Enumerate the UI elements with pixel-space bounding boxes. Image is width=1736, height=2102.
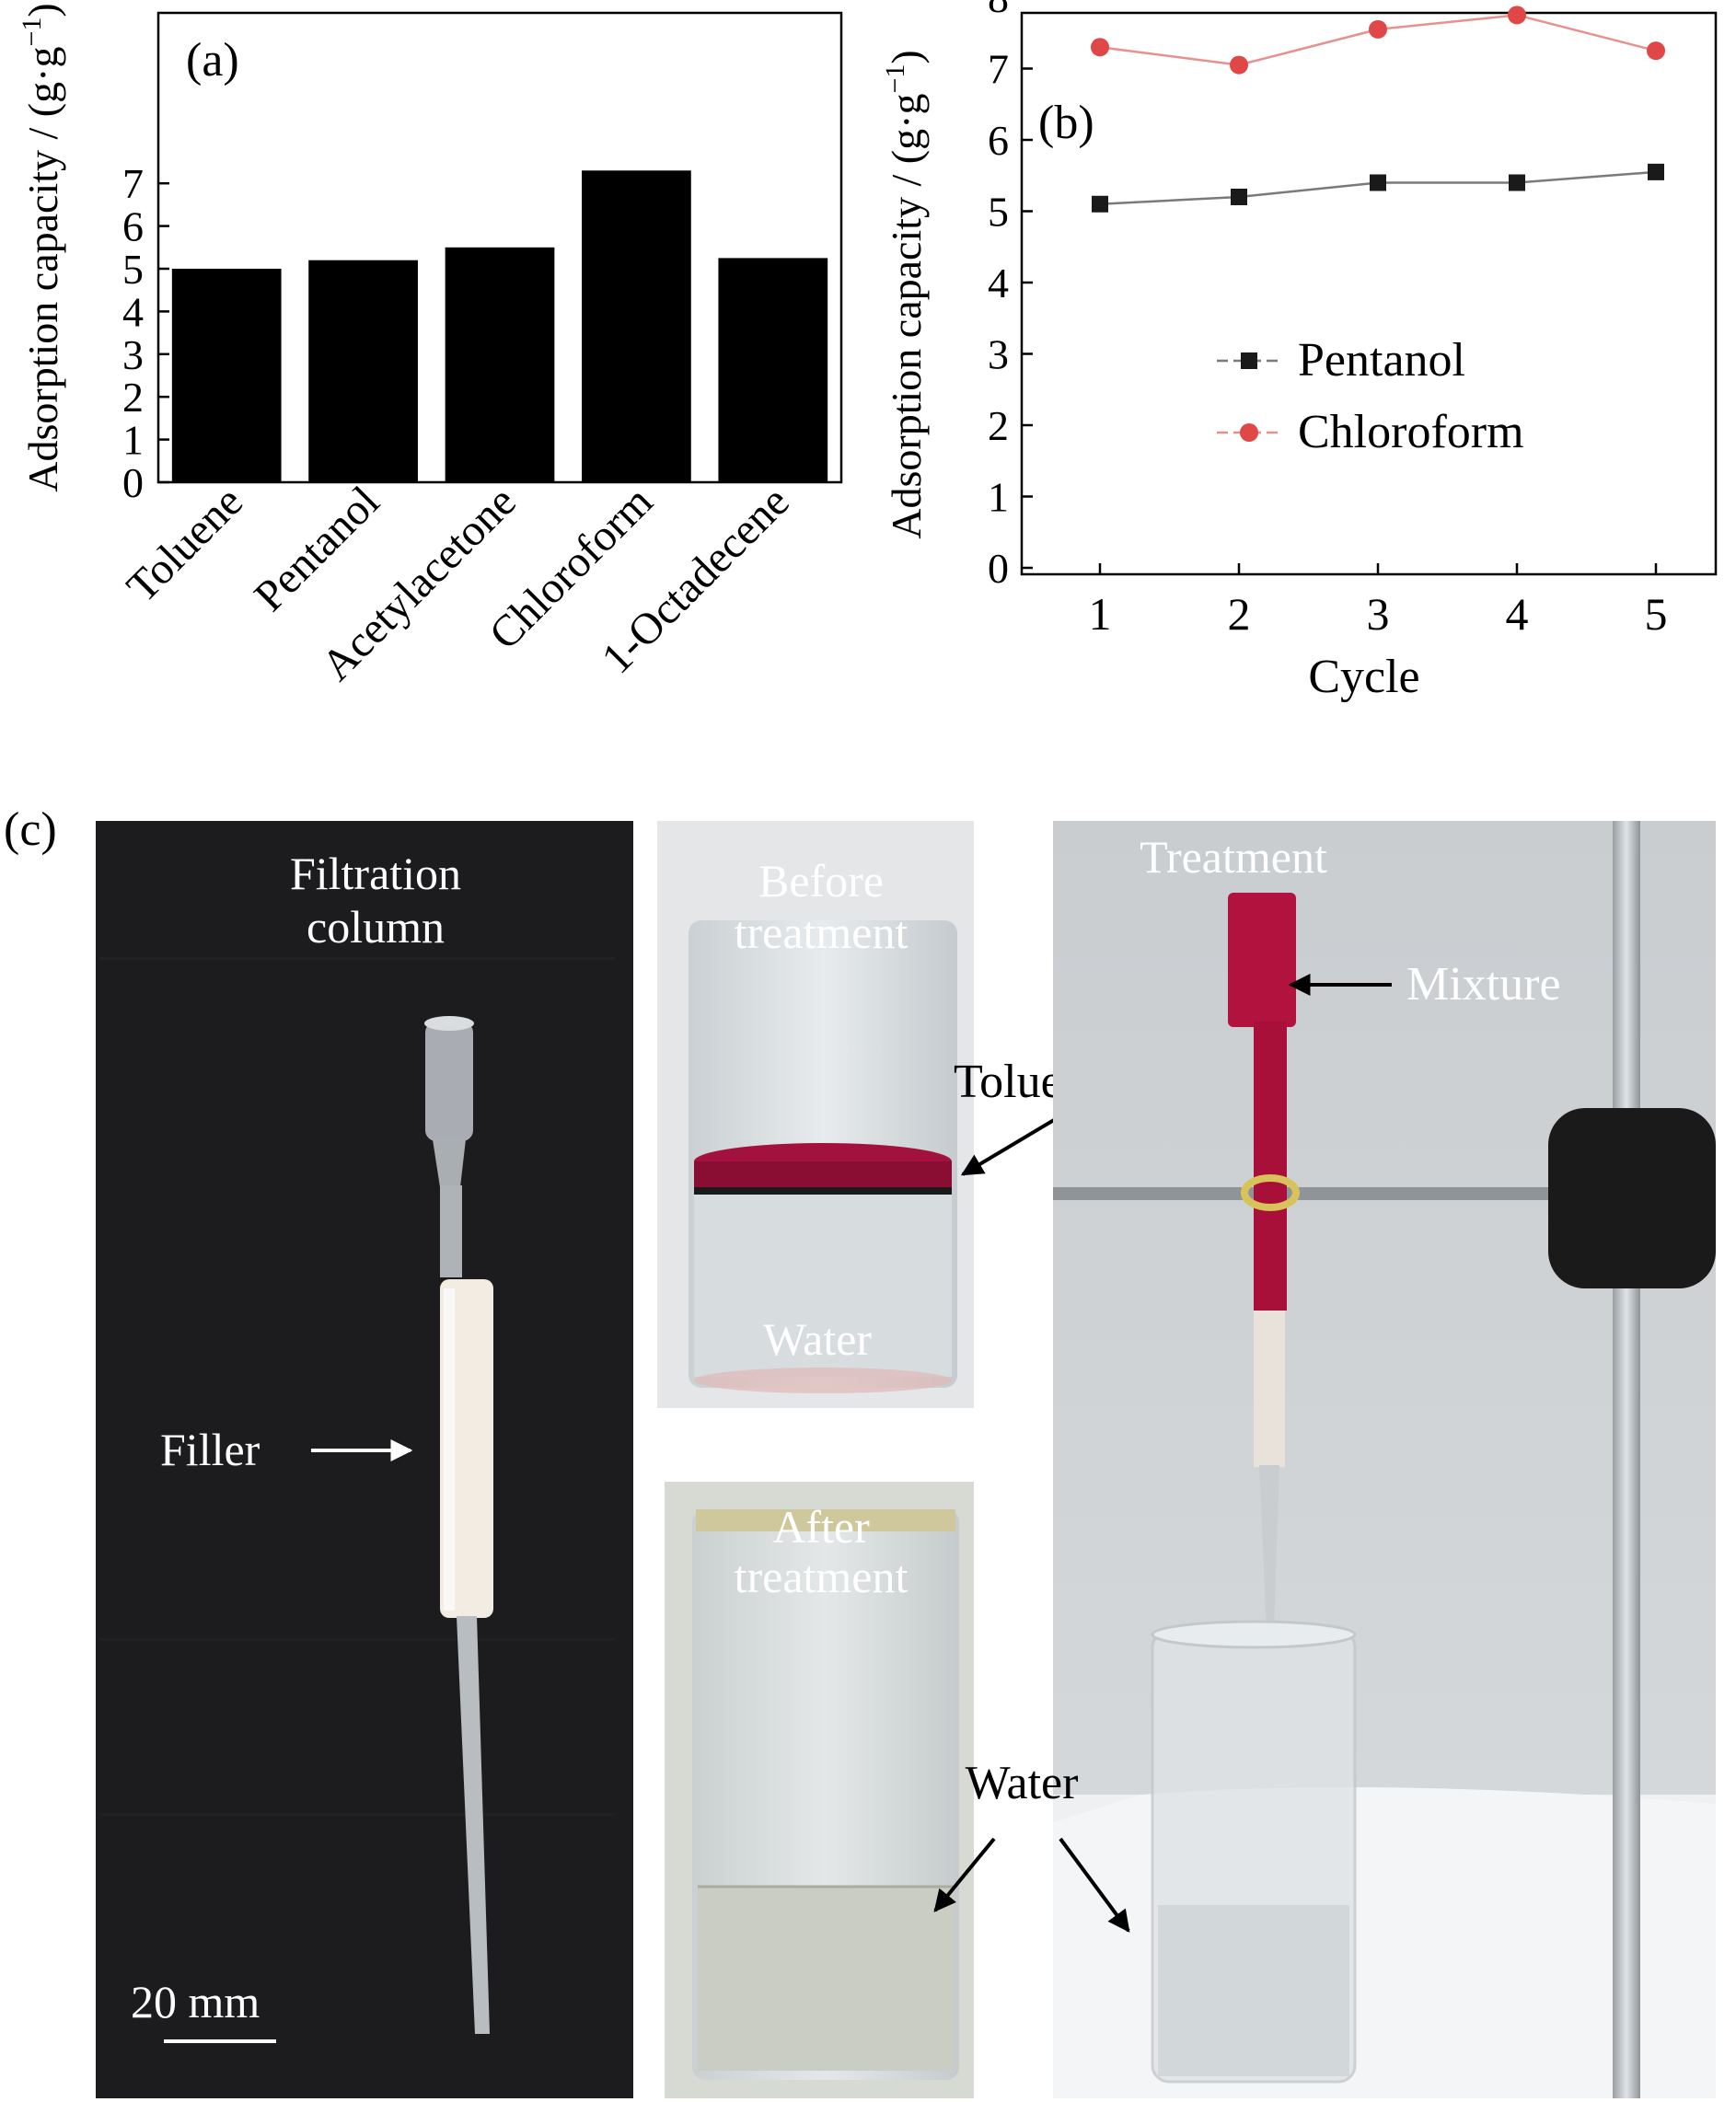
y-tick-label: 3	[122, 331, 144, 378]
y-axis-label-close: )	[19, 3, 66, 17]
x-tick-label: 1	[1089, 588, 1112, 640]
data-point-pentanol	[1370, 174, 1386, 191]
y-tick-label: 8	[988, 0, 1009, 21]
y-tick-label: 0	[122, 459, 144, 506]
x-tick-label: 5	[1645, 588, 1668, 640]
bar-acetylacetone	[445, 247, 555, 482]
bar-1-octadecene	[718, 258, 828, 482]
y-axis-label-close: )	[883, 50, 930, 64]
legend-label-chloroform: Chloroform	[1298, 406, 1524, 458]
y-tick-label: 6	[988, 117, 1009, 164]
legend: Pentanol Chloroform	[1217, 334, 1524, 458]
x-tick-label: 2	[1228, 588, 1251, 640]
y-tick-label: 3	[988, 331, 1009, 378]
y-tick-label: 1	[122, 417, 144, 464]
water-label-before: Water	[763, 1313, 872, 1365]
panel-label: (b)	[1038, 97, 1094, 149]
panel-c-label: (c)	[4, 803, 57, 856]
y-tick-label: 0	[988, 545, 1009, 592]
bar-chloroform	[582, 170, 691, 482]
y-tick-label: 6	[122, 203, 144, 250]
data-point-chloroform	[1369, 19, 1387, 39]
y-axis-label-exponent: −1	[17, 17, 47, 47]
bar-toluene	[171, 269, 282, 482]
bar-pentanol	[308, 260, 418, 482]
water-arrow-right	[1059, 1837, 1130, 1933]
data-point-chloroform	[1508, 6, 1526, 25]
legend-marker-chloroform	[1240, 423, 1258, 442]
data-point-pentanol	[1231, 189, 1247, 205]
y-axis-label-main: Adsorption capacity / (g·g	[883, 94, 930, 539]
data-point-chloroform	[1091, 38, 1109, 57]
photo-after-treatment: After treatment	[665, 1482, 974, 2098]
line-chart-panel-b: 0 1 2 3 4 5 6 7 8 1 2 3 4 5 (b) Cycle Adsorption cap…	[880, 0, 1718, 703]
data-point-pentanol	[1648, 163, 1664, 180]
water-label-after: Water	[966, 1757, 1079, 1809]
y-tick-label: 2	[988, 402, 1009, 449]
legend-marker-pentanol	[1241, 352, 1257, 369]
filtration-column-label-line2: column	[307, 901, 445, 953]
series-layer	[1091, 6, 1665, 213]
photo-filtration-column: Filtration column Filler 20 mm	[96, 821, 633, 2098]
y-tick-label: 2	[122, 374, 144, 421]
water-arrow-left	[933, 1837, 996, 1912]
y-axis-ticks: 0 1 2 3 4 5 6 7 8	[988, 0, 1033, 592]
y-tick-label: 7	[122, 160, 144, 207]
scale-bar-label: 20 mm	[131, 1976, 260, 2027]
x-tick-label: Pentanol	[245, 477, 388, 620]
x-tick-labels: ToluenePentanolAcetylacetoneChloroform1-…	[118, 477, 799, 690]
toluene-arrow	[960, 1115, 1060, 1176]
photo-before-treatment: Before treatment Water	[657, 821, 974, 1408]
filtration-column-label-line1: Filtration	[290, 848, 461, 899]
panel-label: (a)	[186, 34, 239, 87]
filler-label: Filler	[160, 1424, 260, 1475]
y-tick-label: 4	[122, 288, 144, 335]
before-treatment-label-line2: treatment	[735, 907, 909, 958]
y-tick-label: 5	[122, 246, 144, 293]
after-treatment-label-line2: treatment	[735, 1551, 909, 1602]
x-axis-ticks: 1 2 3 4 5	[1089, 563, 1668, 640]
photo-treatment-setup: Treatment Mixture	[1053, 821, 1716, 2098]
y-tick-label: 4	[988, 260, 1009, 306]
after-treatment-label-line1: After	[772, 1501, 870, 1553]
y-tick-label: 1	[988, 474, 1009, 521]
data-point-chloroform	[1647, 41, 1665, 61]
y-tick-label: 5	[988, 189, 1009, 236]
y-axis-label: Adsorption capacity / (g·g−1)	[880, 50, 930, 538]
y-tick-label: 7	[988, 46, 1009, 93]
x-tick-label: 3	[1367, 588, 1390, 640]
bars	[171, 170, 828, 482]
before-treatment-label-line1: Before	[758, 855, 884, 907]
legend-label-pentanol: Pentanol	[1298, 334, 1465, 387]
data-point-pentanol	[1509, 174, 1525, 191]
y-axis-label-exponent: −1	[880, 64, 910, 94]
x-tick-label: 4	[1506, 588, 1529, 640]
plot-frame	[1020, 11, 1718, 576]
mixture-label: Mixture	[1406, 958, 1561, 1011]
data-point-chloroform	[1230, 55, 1248, 75]
treatment-label: Treatment	[1140, 831, 1327, 883]
y-axis-label-main: Adsorption capacity / (g·g	[19, 47, 66, 492]
x-axis-label: Cycle	[1308, 651, 1419, 703]
data-point-pentanol	[1092, 195, 1108, 213]
y-axis-label: Adsorption capacity / (g·g−1)	[17, 3, 66, 491]
